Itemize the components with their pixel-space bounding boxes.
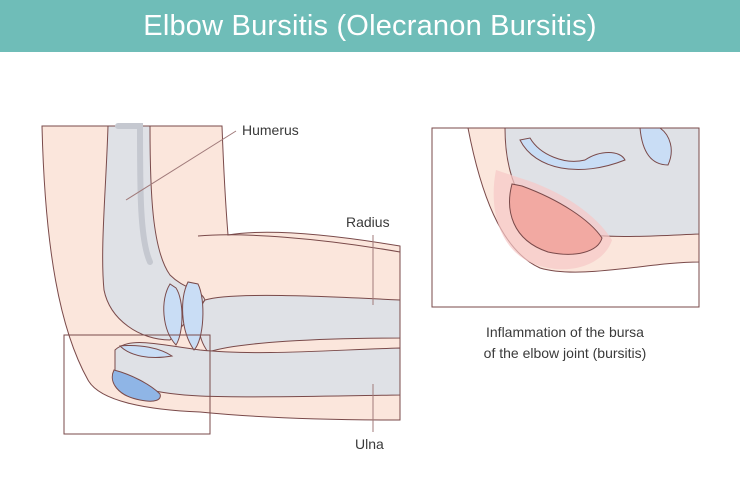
inset-caption: Inflammation of the bursa of the elbow j… [432, 322, 698, 364]
zoom-box [63, 334, 211, 435]
radius-bone [198, 294, 401, 353]
title-banner: Elbow Bursitis (Olecranon Bursitis) [0, 0, 740, 52]
caption-line-1: Inflammation of the bursa [486, 324, 644, 340]
humerus-highlight [115, 123, 153, 265]
cartilage-2 [182, 281, 204, 351]
radius-label: Radius [346, 214, 390, 230]
inflamed-bursa [509, 183, 603, 255]
page-title: Elbow Bursitis (Olecranon Bursitis) [143, 9, 597, 42]
cartilage-1 [163, 283, 183, 346]
ulna-bone [114, 342, 401, 398]
inset-cartilage-1 [519, 137, 626, 170]
caption-line-2: of the elbow joint (bursitis) [483, 345, 647, 361]
inset-detail [467, 128, 699, 273]
bursa [111, 369, 161, 402]
humerus-label: Humerus [242, 122, 299, 138]
arm-crease [197, 234, 401, 253]
humerus-leader [125, 130, 237, 201]
cartilage-3 [118, 345, 174, 359]
humerus-bone [102, 125, 206, 341]
ulna-label: Ulna [355, 436, 384, 452]
inset-cartilage-2 [639, 128, 672, 166]
